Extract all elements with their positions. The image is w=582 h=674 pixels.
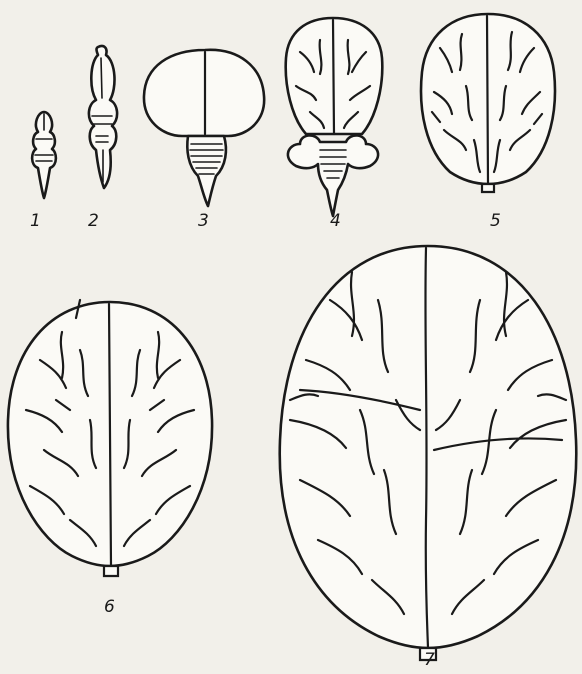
- brain-1: [32, 112, 56, 198]
- figure-label-7: 7: [424, 650, 435, 670]
- brain-4: [286, 18, 383, 216]
- figure-label-1: 1: [30, 211, 41, 231]
- figure-label-3: 3: [198, 211, 209, 231]
- brain-3: [144, 50, 264, 206]
- figure-label-2: 2: [88, 211, 99, 231]
- figure-label-6: 6: [104, 597, 115, 617]
- brain-6: [8, 300, 212, 576]
- brain-5: [421, 14, 555, 192]
- brain-7: [280, 246, 577, 660]
- figure-label-5: 5: [490, 211, 501, 231]
- figure-label-4: 4: [330, 211, 341, 231]
- brain-2: [89, 46, 117, 188]
